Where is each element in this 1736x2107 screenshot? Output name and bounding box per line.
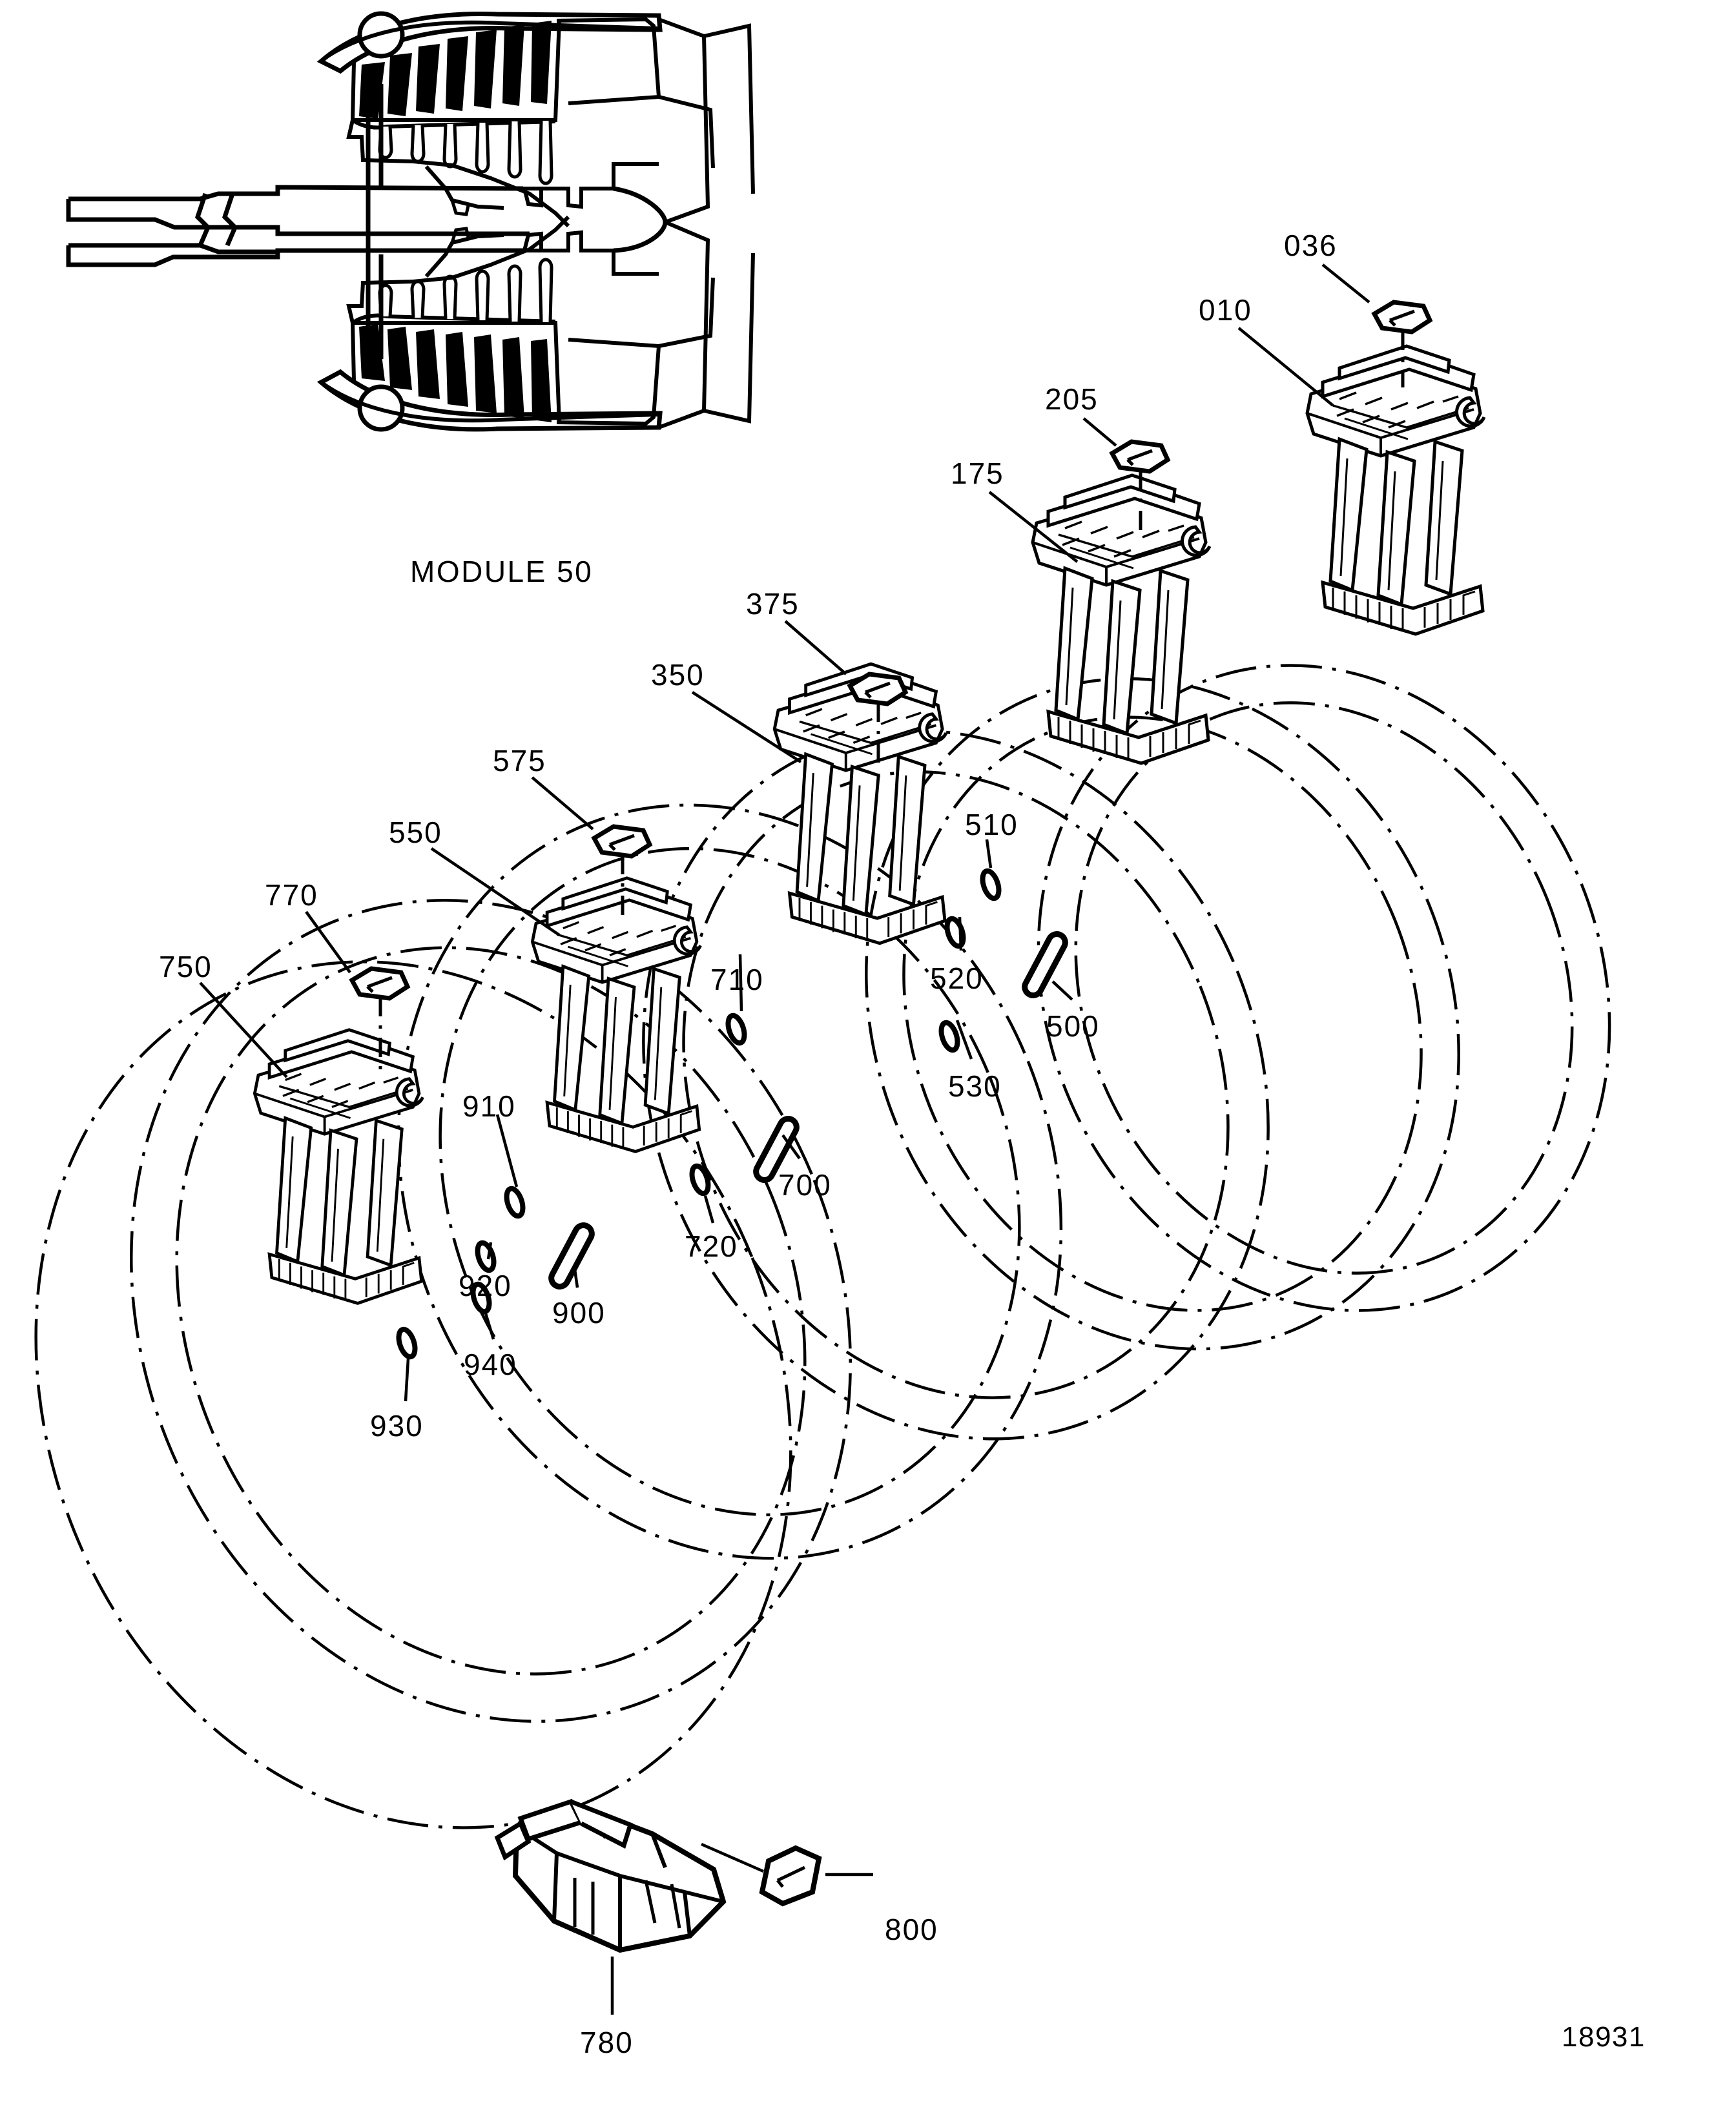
callout-700: 700 [778, 1168, 832, 1202]
callout-770: 770 [265, 878, 318, 912]
callout-leader-lines [199, 263, 1370, 1402]
blade-lock-key-stage-3 [850, 674, 905, 766]
callout-920: 920 [459, 1269, 512, 1302]
drawing-number: 18931 [1562, 2021, 1646, 2053]
callout-750: 750 [159, 950, 212, 983]
callout-510: 510 [965, 808, 1018, 841]
blade-assembly-stage-2 [1033, 475, 1210, 763]
callout-205: 205 [1045, 382, 1099, 416]
callout-780: 780 [580, 2026, 634, 2059]
callout-375: 375 [746, 587, 800, 621]
callout-910: 910 [462, 1089, 516, 1123]
callout-175: 175 [951, 457, 1004, 490]
blade-assembly-stage-1 [1307, 346, 1484, 634]
callout-800: 800 [885, 1913, 938, 1946]
callout-036: 036 [1284, 229, 1338, 262]
section-view-label: MODULE 50 [410, 555, 594, 588]
blade-lock-key-stage-2 [1112, 442, 1168, 536]
callout-575: 575 [493, 744, 546, 777]
vane-lock-key [701, 1842, 873, 1907]
callout-940: 940 [464, 1348, 517, 1381]
callout-520: 520 [930, 961, 984, 995]
blade-lock-key-stage-4 [594, 827, 650, 922]
callout-720: 720 [685, 1229, 738, 1263]
blade-assembly-stage-4 [532, 878, 700, 1152]
blade-lock-key-stage-1 [1374, 302, 1430, 387]
callout-900: 900 [552, 1296, 606, 1330]
callout-530: 530 [948, 1069, 1002, 1103]
blade-lock-key-stage-5 [352, 969, 408, 1074]
vane-segment-assembly [494, 1798, 727, 2015]
callout-710: 710 [710, 963, 764, 996]
callout-930: 930 [370, 1409, 424, 1443]
callout-010: 010 [1199, 293, 1252, 327]
engine-cross-section [66, 11, 755, 432]
callout-550: 550 [389, 816, 442, 849]
callout-500: 500 [1046, 1009, 1100, 1043]
callout-350: 350 [651, 658, 705, 692]
